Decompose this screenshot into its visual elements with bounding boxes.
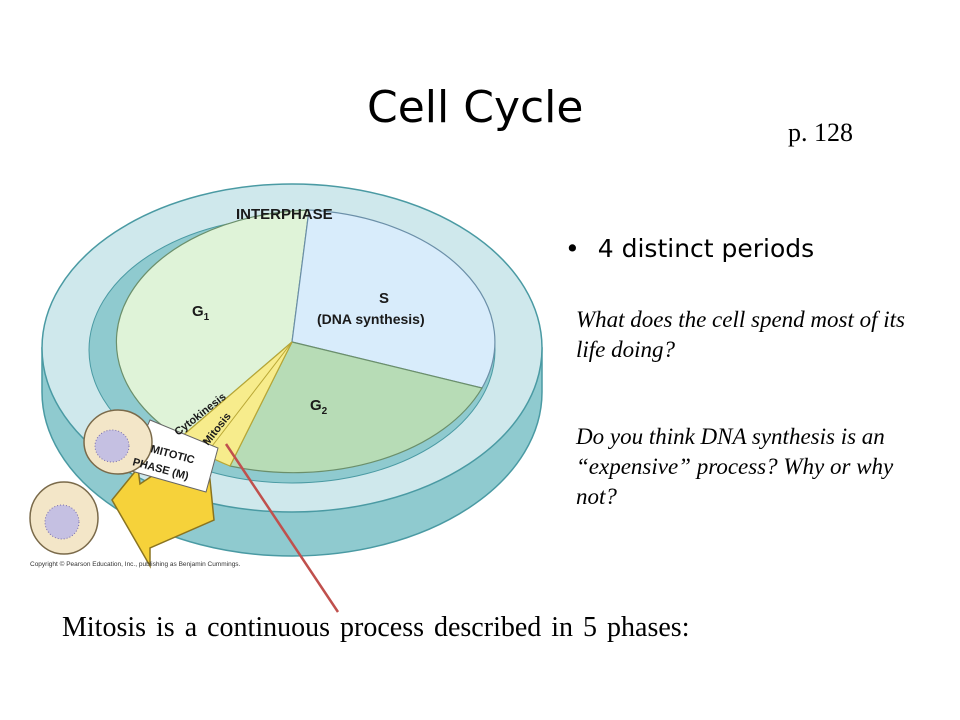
interphase-label: INTERPHASE <box>236 206 333 223</box>
s-sector <box>291 209 496 389</box>
s-sub-label: (DNA synthesis) <box>317 311 425 327</box>
question-2: Do you think DNA synthesis is an “expens… <box>576 424 894 509</box>
copyright-note: Copyright © Pearson Education, Inc., pub… <box>30 560 241 568</box>
mitosis-cytokinesis-divider <box>205 341 293 455</box>
g1-label: G1 <box>192 303 210 323</box>
slide-title: Cell Cycle <box>367 82 584 133</box>
g1-sector <box>115 209 310 439</box>
nucleus-bottom <box>44 504 80 540</box>
bullet-point: • 4 distinct periods <box>565 234 814 263</box>
nucleus-top <box>94 429 130 463</box>
question-1: What does the cell spend most of its lif… <box>576 307 905 362</box>
s-label: S <box>379 290 389 307</box>
page-reference: p. 128 <box>788 118 853 147</box>
g2-sector <box>229 341 483 474</box>
g2-label: G2 <box>310 397 328 417</box>
bullet-text: 4 distinct periods <box>597 234 815 263</box>
mitosis-pointer-line <box>224 443 340 613</box>
bullet-dot-icon: • <box>565 234 580 263</box>
bottom-statement: Mitosis is a continuous process describe… <box>62 612 690 643</box>
